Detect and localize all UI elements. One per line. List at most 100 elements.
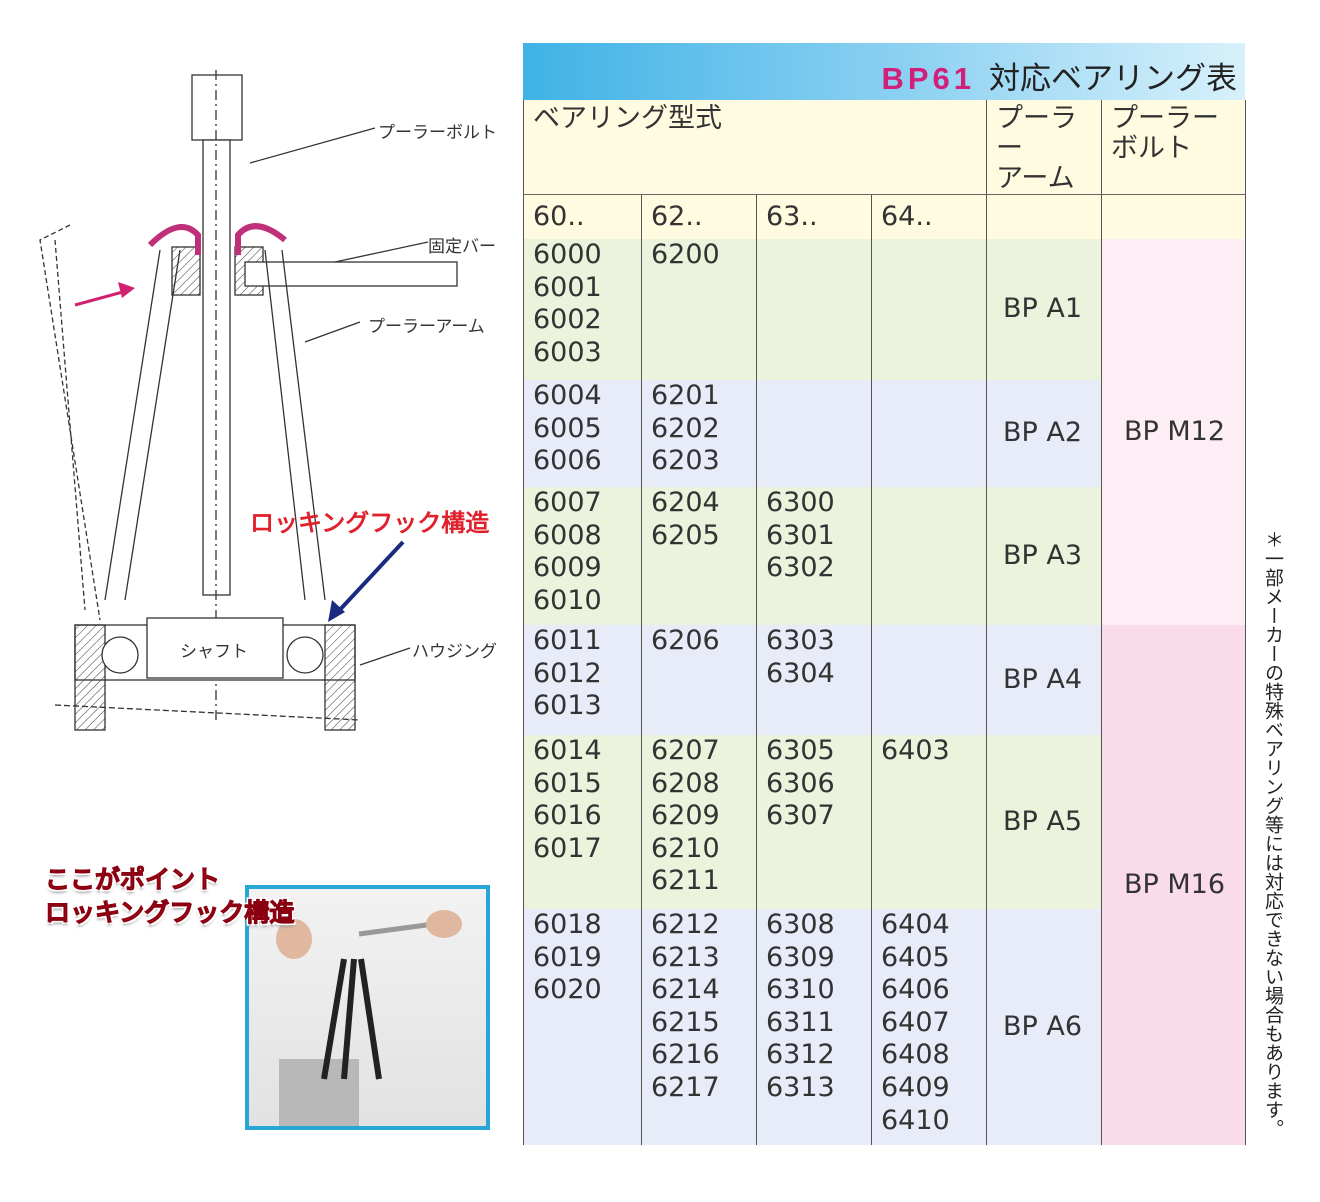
bearing-cell [871,239,987,380]
bearing-number: 6300 [766,487,835,518]
bearing-number: 6305 [766,735,835,766]
bearing-number: 6018 [533,909,602,940]
bearing-number: 6205 [651,519,720,551]
puller-diagram [39,70,458,731]
bearing-number: 6403 [881,735,950,766]
bearing-number: 6004 [533,380,602,411]
bearing-cell [871,625,987,735]
bearing-cell [871,487,987,625]
header-bolt-line: ボルト [1111,133,1192,164]
series-blank [1101,194,1246,239]
arm-cell: BP A5 [986,735,1102,909]
bearing-number: 6002 [533,304,602,336]
bearing-table: ベアリング型式 プーラーアーム プーラーボルト 60.. 62.. 63.. 6… [523,100,1246,1145]
arm-cell: BP A6 [986,909,1102,1145]
bearing-number: 6311 [766,1006,835,1038]
bearing-number: 6011 [533,625,602,656]
fixing-bar [244,261,458,287]
bearing-number: 6214 [651,974,720,1006]
bearing-number: 6208 [651,767,720,799]
bearing-number: 6203 [651,445,720,477]
bearing-number: 6202 [651,412,720,444]
bolt-cell: BP M12 [1101,239,1246,625]
bearing-number: 6303 [766,625,835,656]
header-bolt-line: プーラー [1111,103,1219,134]
label-puller-arm: プーラーアーム [368,317,485,337]
bearing-cell [871,380,987,487]
label-shaft: シャフト [180,642,248,662]
series-64: 64.. [871,194,987,239]
bearing-number: 6313 [766,1071,835,1103]
bearing-number: 6410 [881,1104,950,1136]
bearing-number: 6007 [533,487,602,518]
arm-cell: BP A2 [986,380,1102,487]
bearing-number: 6302 [766,552,835,584]
bearing-number: 6215 [651,1006,720,1038]
bearing-cell [756,239,872,380]
point-title: ここがポイント [44,865,221,895]
photo-illustration [276,910,462,1129]
arm-cell: BP A1 [986,239,1102,380]
bearing-cell: 6206 [641,625,757,735]
header-arm-line: アーム [996,163,1075,194]
model-code: BP61 [881,61,975,96]
bearing-number: 6017 [533,832,602,864]
bearing-number: 6308 [766,909,835,940]
series-row: 60.. 62.. 63.. 64.. [523,194,1246,239]
bearing-number: 6306 [766,767,835,799]
bearing-number: 6307 [766,800,835,832]
bearing-number: 6210 [651,832,720,864]
bolt-cell: BP M16 [1101,625,1246,1145]
usage-photo [245,885,490,1130]
bearing-number: 6204 [651,487,720,518]
header-arm: プーラーアーム [986,100,1102,195]
bearing-number: 6407 [881,1006,950,1038]
bearing-number: 6409 [881,1071,950,1103]
shaft [146,617,284,679]
arm-cell: BP A4 [986,625,1102,735]
label-housing: ハウジング [412,642,497,662]
bearing-number: 6406 [881,974,950,1006]
bearing-number: 6217 [651,1071,720,1103]
bearing-number: 6212 [651,909,720,940]
footnote: ＊一部メーカーの特殊ベアリング等には対応できない場合もあります。 [1262,530,1284,1138]
bearing-number: 6003 [533,336,602,368]
bearing-number: 6020 [533,974,602,1006]
bearing-number: 6309 [766,941,835,973]
bearing-number: 6015 [533,767,602,799]
bolt-shaft [202,139,231,596]
header-row: ベアリング型式 プーラーアーム プーラーボルト [523,100,1246,195]
bearing-cell: 6200 [641,239,757,380]
header-bearing-type: ベアリング型式 [523,100,987,195]
bearing-number: 6013 [533,690,602,722]
bearing-cell: 6403 [871,735,987,909]
header-bolt: プーラーボルト [1101,100,1246,195]
header-arm-line: プーラー [996,103,1077,164]
bearing-number: 6009 [533,552,602,584]
bearing-number: 6310 [766,974,835,1006]
bearing-number: 6012 [533,657,602,689]
bolt-head [191,74,243,141]
bearing-number: 6405 [881,941,950,973]
label-puller-bolt: プーラーボルト [378,123,497,143]
point-subtitle: ロッキングフック構造 [44,898,295,928]
arm-cell: BP A3 [986,487,1102,625]
bearing-number: 6001 [533,271,602,303]
